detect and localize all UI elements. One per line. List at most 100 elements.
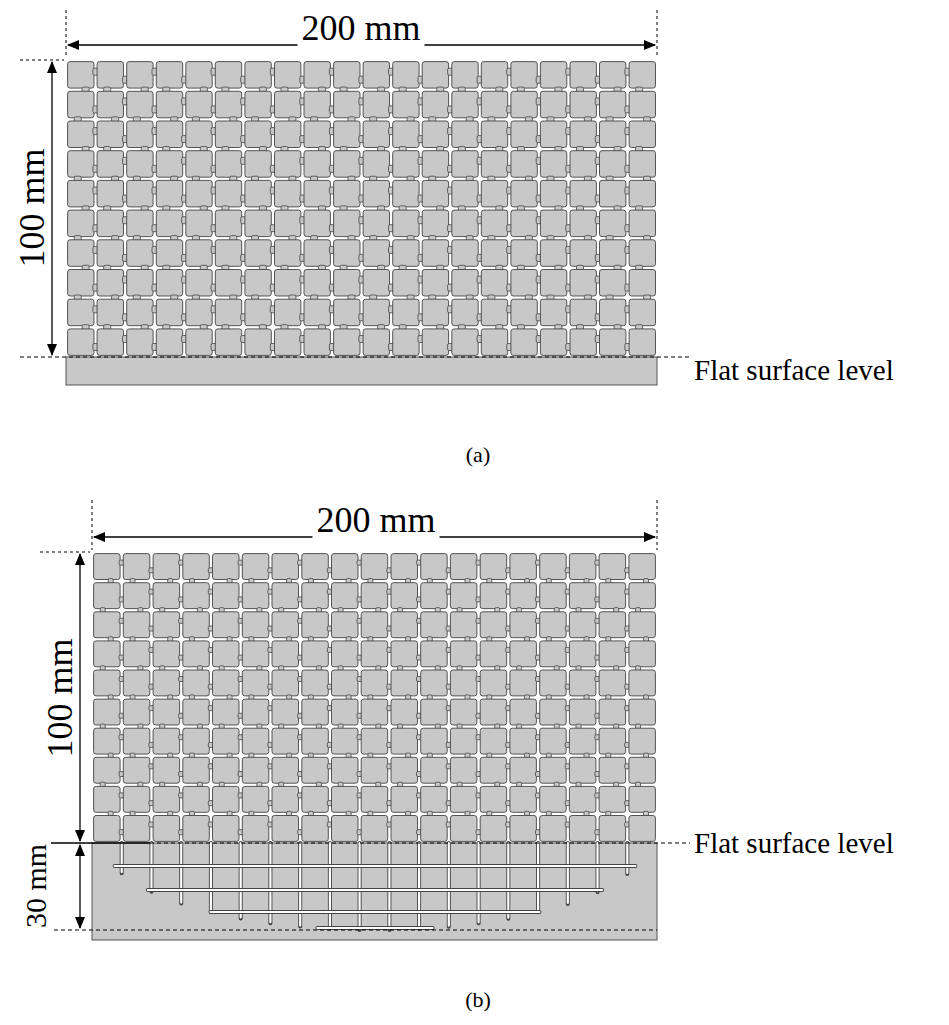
tile (213, 728, 240, 754)
extension-line (92, 500, 93, 550)
tile (304, 270, 330, 297)
tile (213, 554, 240, 580)
tile (452, 329, 478, 356)
tile (629, 299, 655, 326)
tile (68, 299, 94, 326)
tile (391, 728, 418, 754)
tile (186, 329, 212, 356)
tile (569, 816, 596, 842)
tile (511, 62, 537, 89)
tile (302, 612, 329, 638)
tile (363, 151, 389, 178)
tile (332, 816, 359, 842)
tile (450, 670, 477, 696)
tile (540, 180, 566, 207)
tile (275, 151, 301, 178)
tile (156, 210, 182, 237)
tile (363, 270, 389, 297)
tile (480, 612, 507, 638)
tile (421, 583, 448, 609)
cut-line (317, 927, 432, 929)
extension-line (40, 552, 90, 553)
cut-line (209, 843, 213, 912)
tile (569, 583, 596, 609)
tile (599, 728, 626, 754)
tile (599, 670, 626, 696)
cut-line (537, 843, 539, 911)
tile (127, 210, 153, 237)
tile (332, 670, 359, 696)
tile (600, 299, 626, 326)
dimension-arrow (51, 62, 52, 355)
tile (481, 270, 507, 297)
tile (599, 816, 626, 842)
dimension-arrow (79, 554, 80, 841)
tile (186, 210, 212, 237)
tile (302, 670, 329, 696)
tile (540, 91, 566, 118)
tile (510, 728, 537, 754)
surface-label: Flat surface level (694, 829, 894, 858)
tile (123, 816, 150, 842)
tile (215, 270, 241, 297)
tile (94, 728, 121, 754)
tile (302, 786, 329, 812)
tile-grid (68, 62, 656, 356)
tile (334, 180, 360, 207)
tile (510, 612, 537, 638)
tile (391, 612, 418, 638)
tile (391, 816, 418, 842)
tile (540, 62, 566, 89)
tile (242, 641, 268, 667)
tile (242, 728, 268, 754)
tile (422, 210, 448, 237)
cut-line (418, 843, 420, 928)
tile (599, 757, 626, 783)
tile (391, 641, 418, 667)
tile (215, 240, 241, 266)
tile (304, 180, 330, 207)
tile (540, 554, 567, 580)
cut-line (211, 911, 540, 913)
tile (275, 329, 301, 356)
tile (510, 641, 537, 667)
tile (422, 329, 448, 356)
cut-line (626, 843, 628, 873)
tile (183, 554, 210, 580)
tile (629, 670, 656, 696)
leader-line (40, 842, 150, 843)
tile (213, 670, 240, 696)
tile (393, 299, 419, 326)
tile (363, 91, 389, 118)
tile (629, 210, 655, 237)
tile (421, 757, 448, 783)
tile (481, 240, 507, 266)
tile (334, 299, 360, 326)
tile (242, 816, 268, 842)
tile (213, 583, 240, 609)
tile (272, 728, 299, 754)
tile (363, 62, 389, 89)
tile (68, 210, 94, 237)
tile (452, 210, 478, 237)
tile (570, 329, 596, 356)
tile (215, 180, 241, 207)
tile (570, 121, 596, 148)
tile (480, 786, 507, 812)
tile (600, 151, 626, 178)
tile (123, 670, 150, 696)
tile (304, 62, 330, 89)
tile (361, 612, 388, 638)
cut-line (566, 843, 570, 904)
tile (361, 699, 388, 725)
dimension-arrow (79, 845, 80, 928)
tile (242, 670, 268, 696)
tile (153, 699, 180, 725)
tile (127, 270, 153, 297)
tile (363, 240, 389, 266)
tile (600, 270, 626, 297)
cut-line (358, 843, 362, 930)
extension-line (657, 500, 658, 550)
tile (68, 270, 94, 297)
